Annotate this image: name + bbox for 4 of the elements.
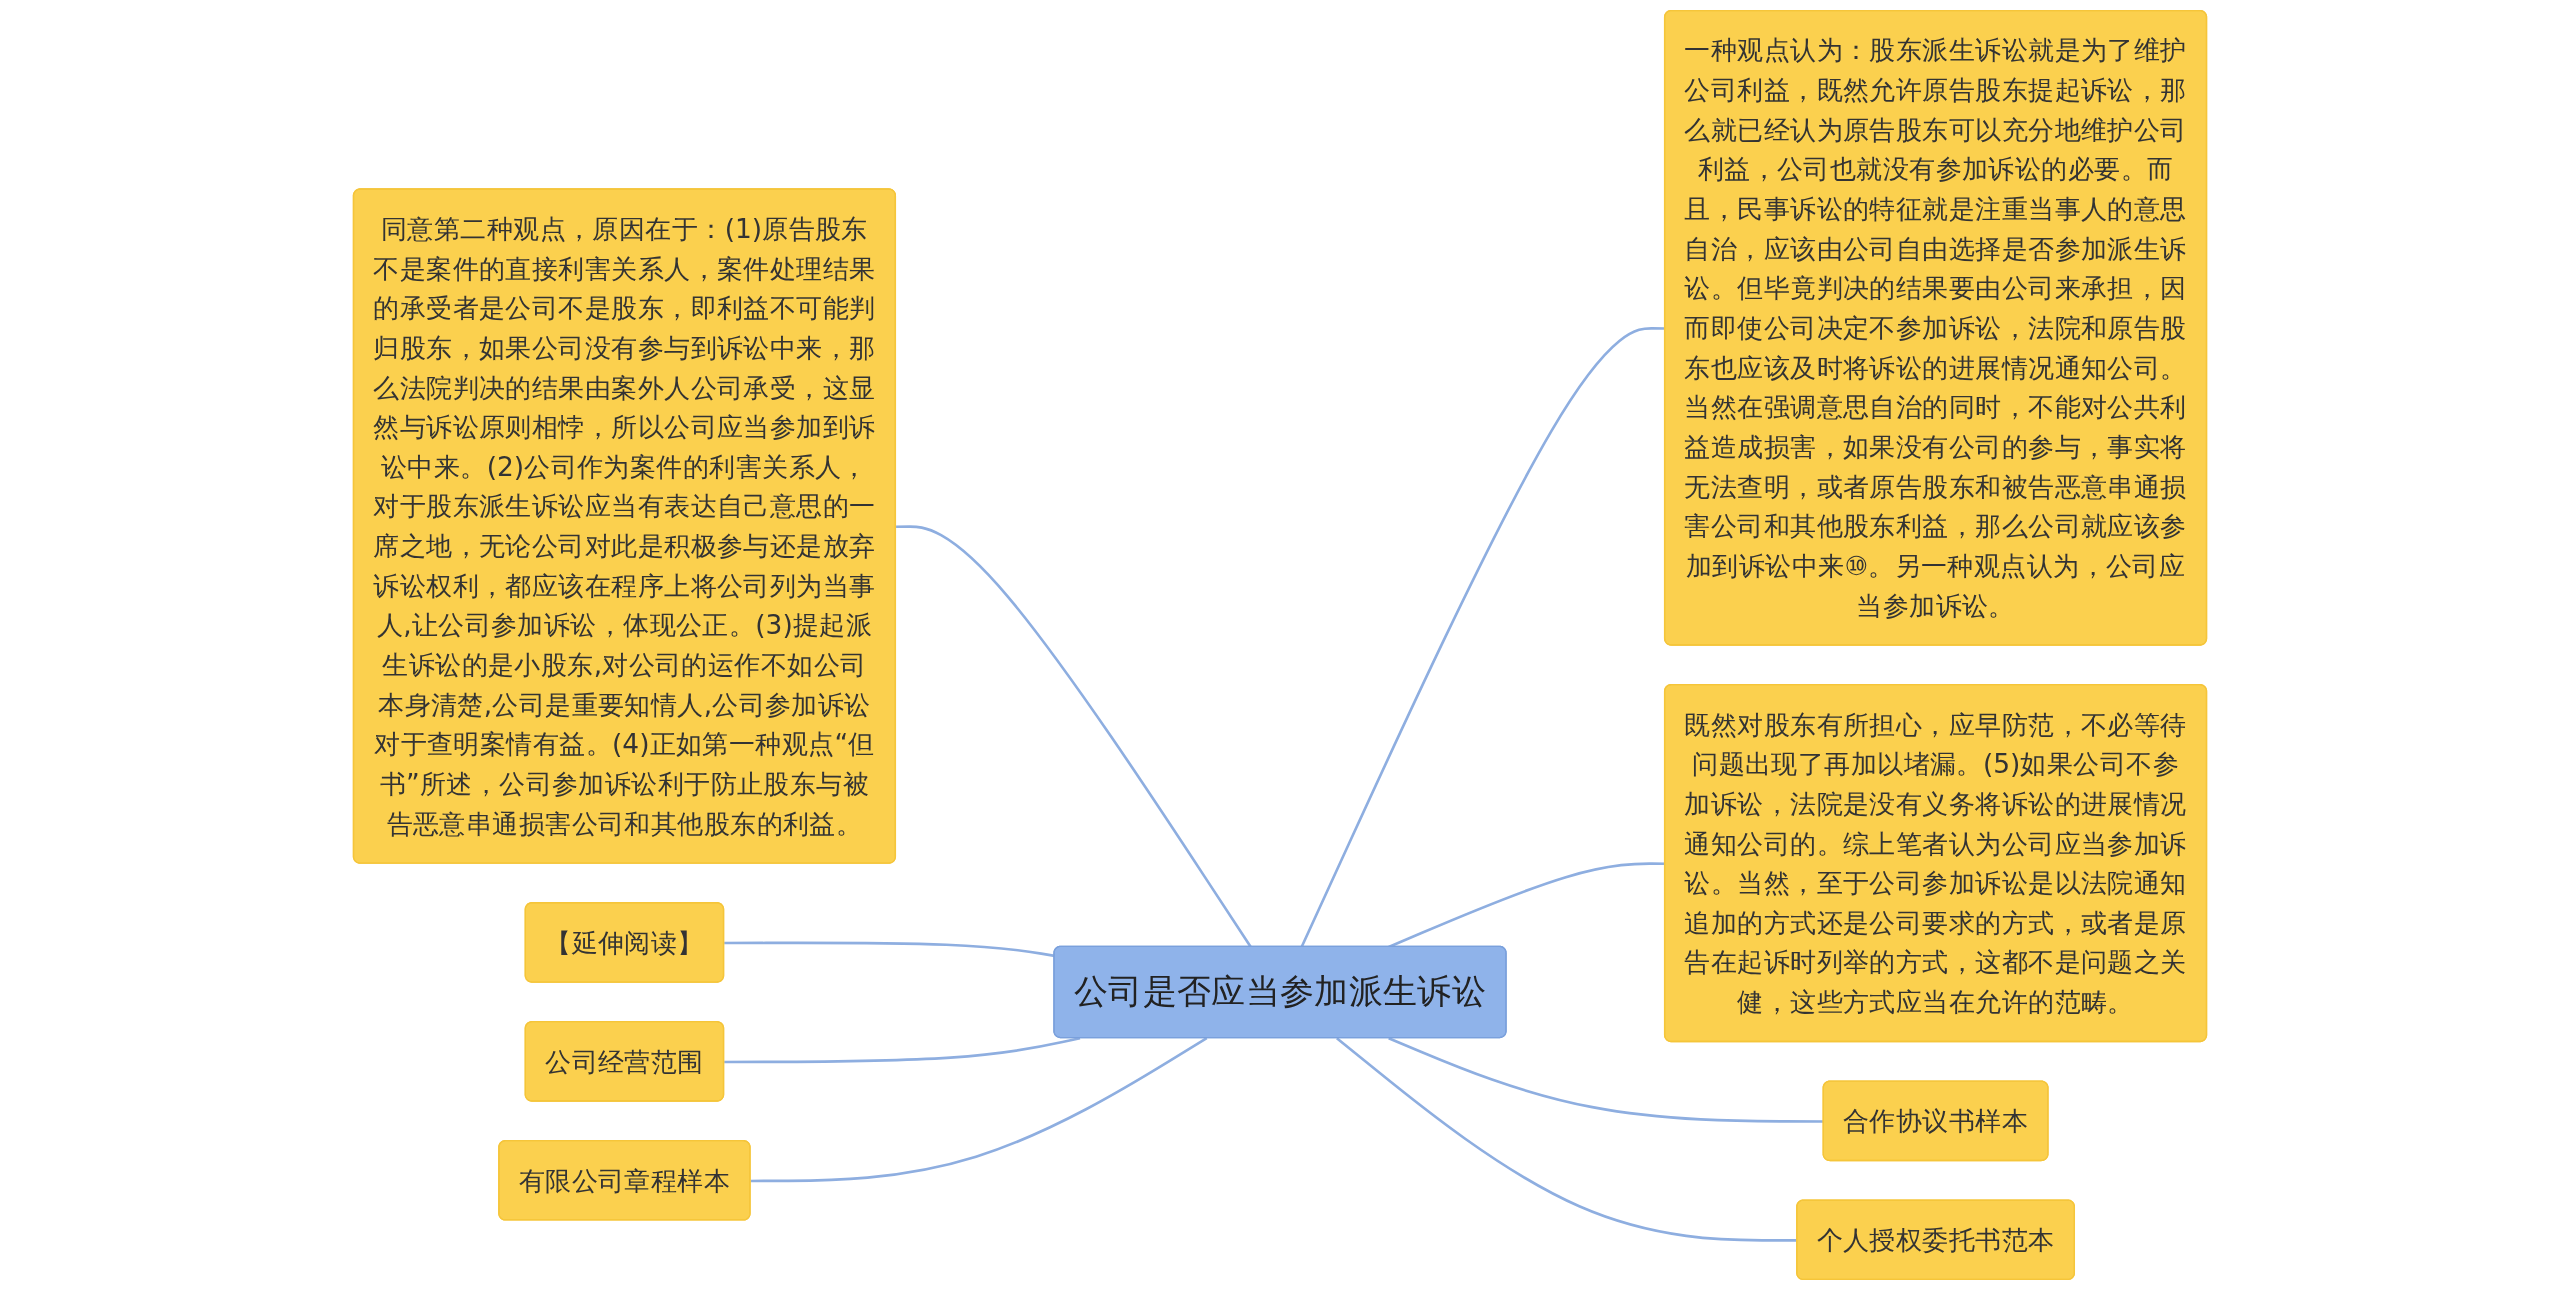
- connector: [1388, 1037, 1824, 1123]
- connector: [724, 1036, 1081, 1064]
- connector: [750, 1037, 1208, 1183]
- connector: [896, 525, 1252, 948]
